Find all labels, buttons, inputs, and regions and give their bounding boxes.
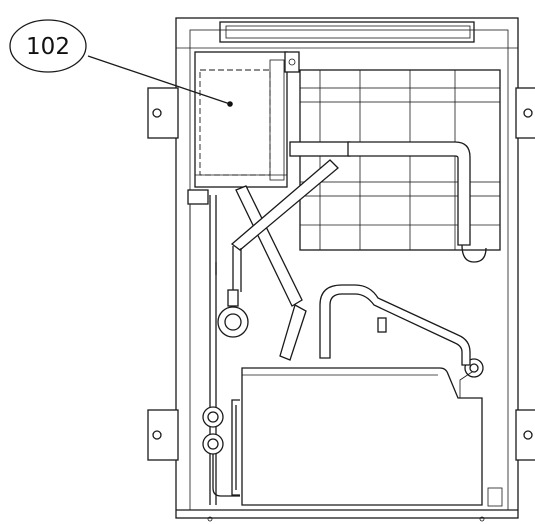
callout-balloon: 102 — [9, 19, 87, 73]
left-upper-bracket — [147, 87, 179, 139]
compressor-tank — [241, 367, 483, 506]
lower-tubing — [212, 262, 240, 497]
fittings — [202, 289, 484, 455]
right-upper-bracket — [515, 87, 535, 139]
suction-line — [319, 284, 471, 366]
top-pipe — [289, 141, 487, 263]
callout-leader — [87, 55, 231, 105]
left-lower-bracket — [147, 409, 179, 461]
left-rail — [187, 189, 217, 505]
crossing-pipes — [230, 159, 339, 361]
callout-number: 102 — [26, 34, 70, 60]
right-lower-bracket — [515, 409, 535, 461]
control-box — [194, 51, 300, 188]
base — [176, 487, 518, 522]
